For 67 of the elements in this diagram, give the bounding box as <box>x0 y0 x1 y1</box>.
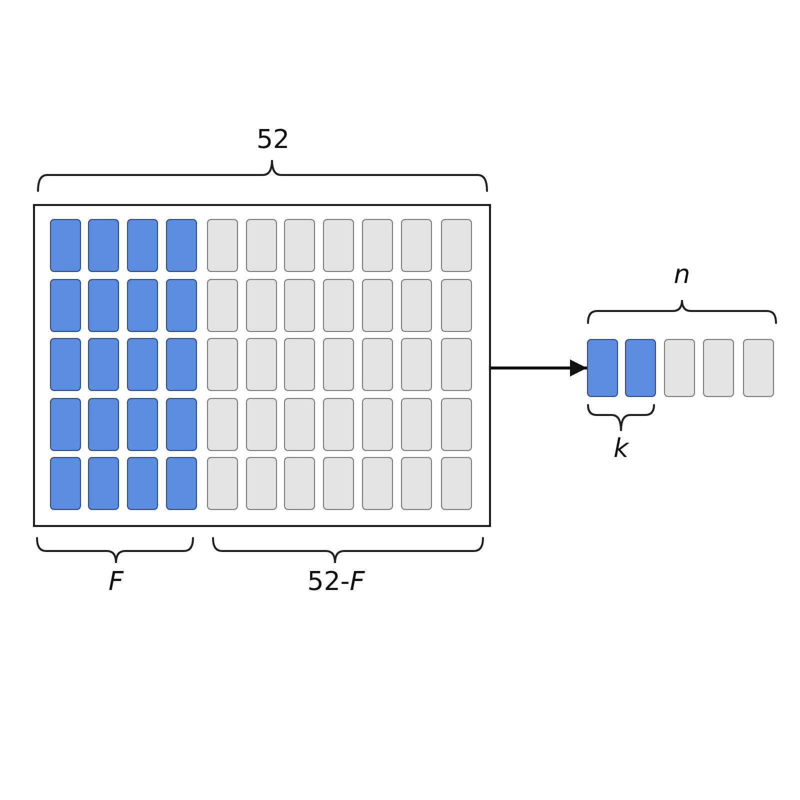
playing-card <box>207 398 238 451</box>
playing-card <box>323 279 354 332</box>
playing-card <box>207 219 238 272</box>
playing-card <box>323 338 354 391</box>
playing-card <box>207 457 238 510</box>
playing-card <box>743 339 774 397</box>
playing-card <box>441 398 472 451</box>
playing-card <box>246 457 277 510</box>
playing-card <box>401 219 432 272</box>
playing-card <box>50 457 81 510</box>
playing-card <box>362 457 393 510</box>
playing-card <box>362 398 393 451</box>
playing-card <box>50 279 81 332</box>
playing-card <box>401 338 432 391</box>
playing-card <box>323 219 354 272</box>
playing-card <box>441 219 472 272</box>
deck-frame <box>33 204 491 527</box>
playing-card <box>284 338 315 391</box>
playing-card <box>88 338 119 391</box>
playing-card <box>284 219 315 272</box>
playing-card <box>664 339 695 397</box>
playing-card <box>88 398 119 451</box>
playing-card <box>323 457 354 510</box>
playing-card <box>166 338 197 391</box>
brace-label: 52 <box>256 127 290 153</box>
playing-card <box>362 279 393 332</box>
playing-card <box>166 279 197 332</box>
playing-card <box>166 219 197 272</box>
playing-card <box>88 457 119 510</box>
playing-card <box>625 339 656 397</box>
playing-card <box>50 398 81 451</box>
playing-card <box>401 457 432 510</box>
playing-card <box>441 457 472 510</box>
playing-card <box>127 279 158 332</box>
playing-card <box>207 279 238 332</box>
playing-card <box>441 279 472 332</box>
playing-card <box>246 398 277 451</box>
playing-card <box>284 457 315 510</box>
playing-card <box>284 279 315 332</box>
playing-card <box>587 339 618 397</box>
playing-card <box>703 339 734 397</box>
playing-card <box>401 398 432 451</box>
playing-card <box>441 338 472 391</box>
playing-card <box>88 279 119 332</box>
playing-card <box>50 219 81 272</box>
playing-card <box>127 338 158 391</box>
playing-card <box>127 398 158 451</box>
brace-label: k <box>613 436 629 462</box>
playing-card <box>127 457 158 510</box>
playing-card <box>127 219 158 272</box>
playing-card <box>362 338 393 391</box>
brace-label: n <box>674 262 690 288</box>
playing-card <box>207 338 238 391</box>
playing-card <box>246 338 277 391</box>
brace-label: 52-F <box>307 569 365 595</box>
playing-card <box>88 219 119 272</box>
playing-card <box>166 398 197 451</box>
playing-card <box>166 457 197 510</box>
playing-card <box>401 279 432 332</box>
arrow <box>491 360 587 376</box>
playing-card <box>362 219 393 272</box>
playing-card <box>246 219 277 272</box>
playing-card <box>50 338 81 391</box>
brace-label: F <box>108 569 124 595</box>
playing-card <box>323 398 354 451</box>
playing-card <box>284 398 315 451</box>
playing-card <box>246 279 277 332</box>
